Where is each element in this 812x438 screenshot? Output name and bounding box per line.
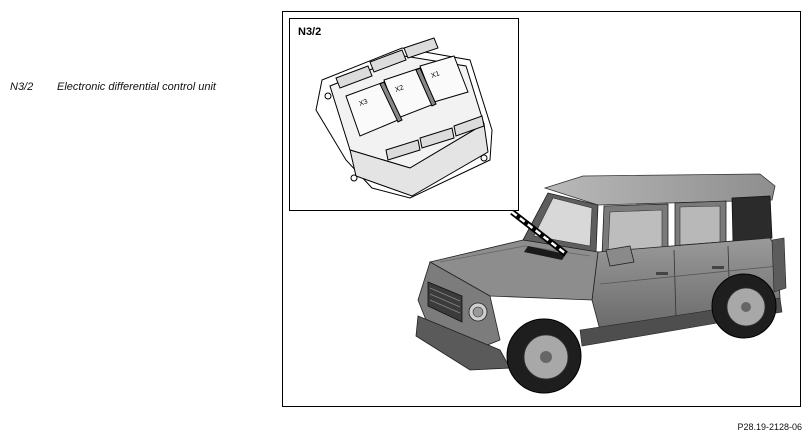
legend-description: Electronic differential control unit <box>57 81 216 93</box>
connector-label-x1: X1 <box>430 70 441 80</box>
connector-label-x3: X3 <box>358 98 369 108</box>
figure-reference: P28.19-2128-06 <box>737 422 802 432</box>
rear-wheel <box>711 273 777 339</box>
inset-label: N3/2 <box>298 26 322 38</box>
front-wheel <box>506 318 582 394</box>
connector-label-x2: X2 <box>394 84 405 94</box>
legend-row: N3/2 Electronic differential control unit <box>10 81 216 93</box>
legend-code: N3/2 <box>10 81 34 93</box>
leader-line <box>510 209 568 257</box>
